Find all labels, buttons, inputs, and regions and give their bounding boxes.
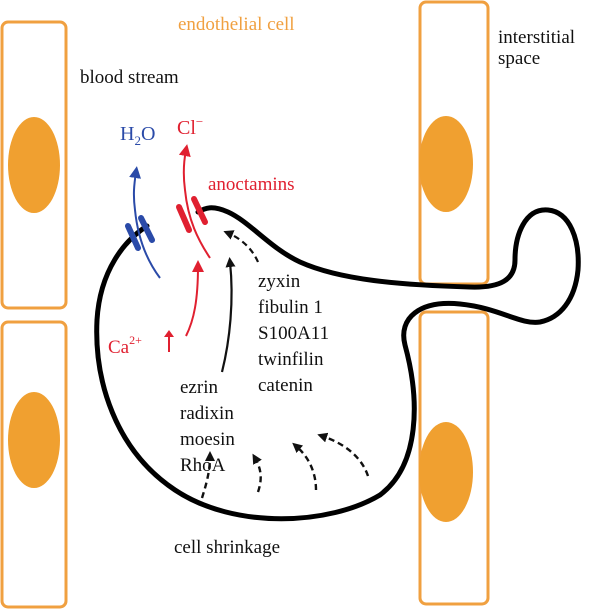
nucleus [8, 117, 60, 213]
chloride-label: Cl− [177, 114, 203, 139]
cell-shrinkage-label: cell shrinkage [174, 537, 280, 558]
left-regulators-list: ezrin radixin moesin RhoA [180, 377, 240, 476]
anoctamins-label: anoctamins [208, 174, 295, 195]
endothelial-cell-label: endothelial cell [178, 14, 295, 35]
cell-membrane [94, 205, 581, 522]
calcium-activation-arrow [185, 260, 204, 337]
zyxin-group-arrow [223, 230, 260, 263]
blood-stream-label: blood stream [80, 67, 179, 88]
endothelial-cell-left-top [0, 20, 68, 310]
endothelial-cell-left-bottom [0, 320, 68, 609]
cell-shrinkage-arrows [200, 432, 370, 499]
calcium-label-group: Ca2+ [108, 330, 174, 358]
nucleus [8, 392, 60, 488]
nucleus [419, 116, 473, 212]
erm-rhoa-arrow [220, 257, 236, 373]
interstitial-space-label: interstitial space [498, 27, 580, 69]
nucleus [419, 422, 473, 522]
endothelial-cell-right-top [418, 0, 490, 286]
anoctamin-channel [176, 196, 208, 233]
water-label: H2O [120, 123, 155, 148]
chloride-efflux-arrow [178, 144, 211, 259]
water-channel [125, 215, 155, 251]
water-efflux-arrow [129, 166, 161, 279]
calcium-label: Ca2+ [108, 333, 142, 358]
endothelial-cell-right-bottom [418, 310, 490, 606]
right-regulators-list: zyxin fibulin 1 S100A11 twinfilin cateni… [258, 271, 334, 396]
